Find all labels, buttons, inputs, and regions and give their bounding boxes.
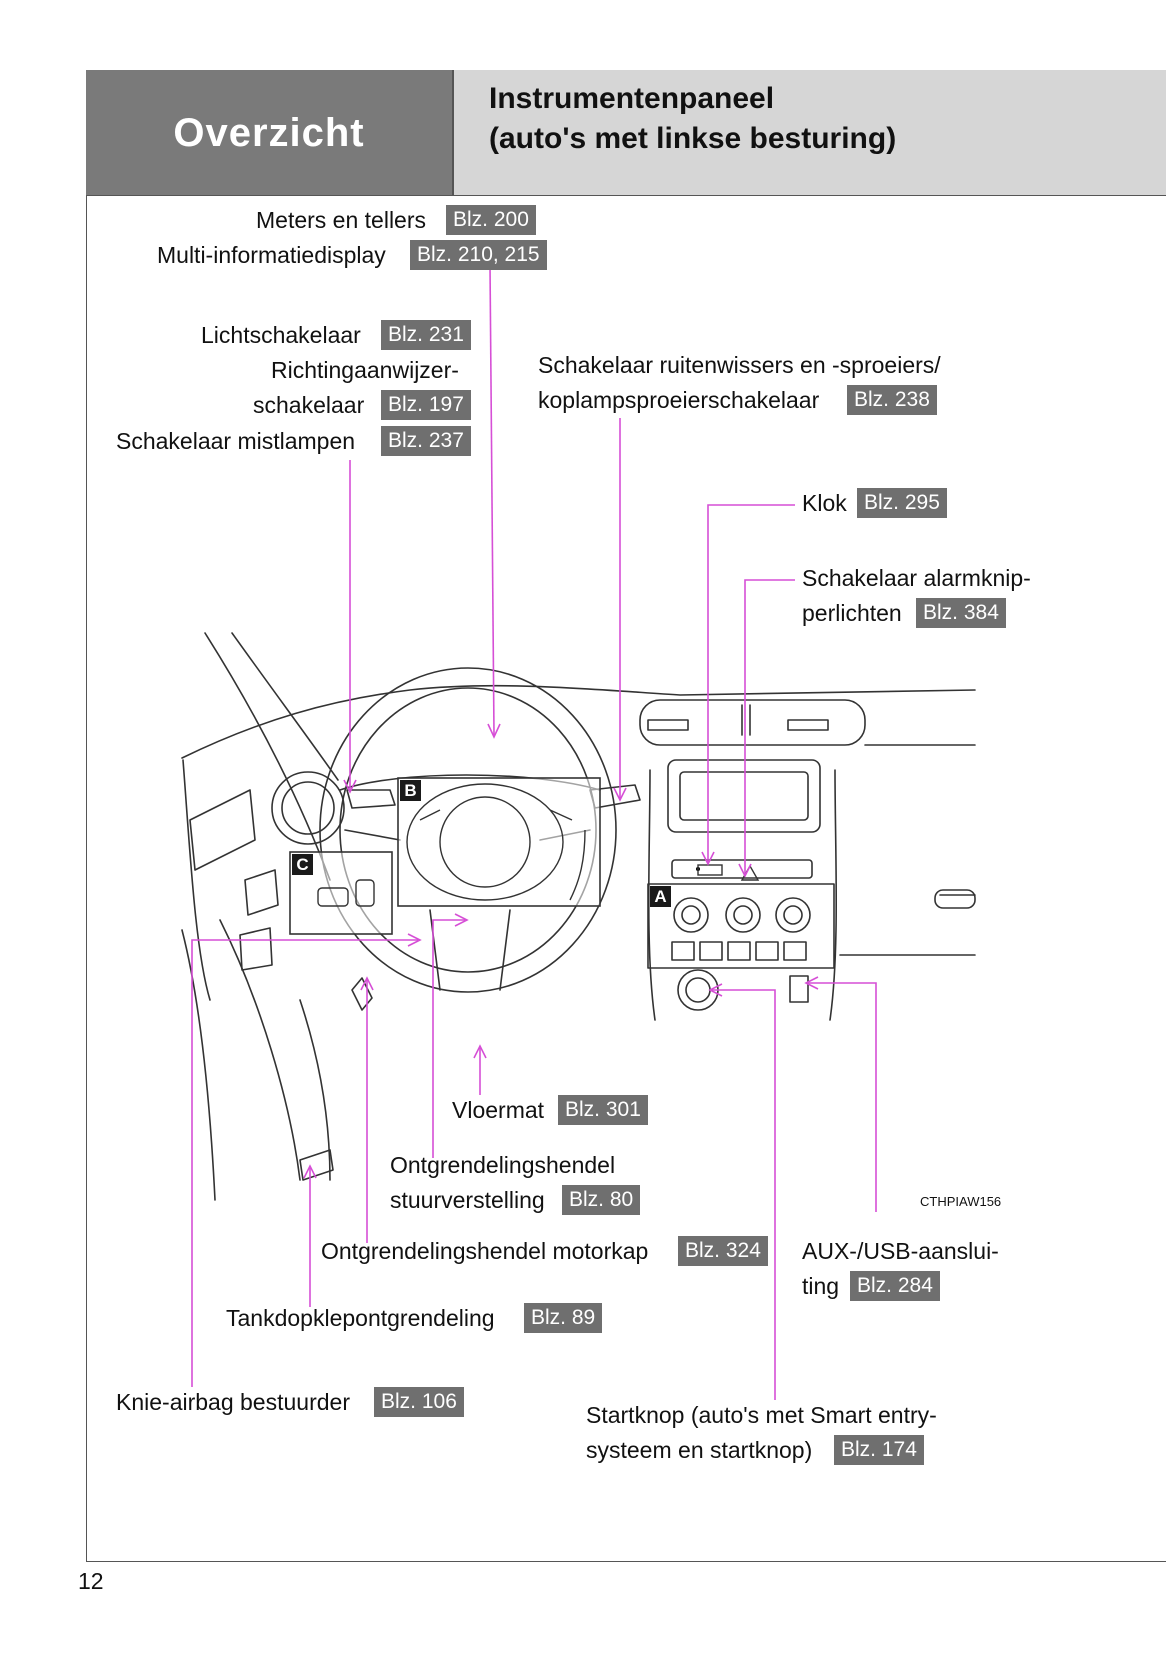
aux-usb-ref[interactable]: Blz. 284 (850, 1271, 940, 1301)
fog-lamp-label: Schakelaar mistlampen (116, 428, 356, 454)
hazard-ref[interactable]: Blz. 384 (916, 598, 1006, 628)
hood-release-label: Ontgrendelingshendel motorkap (321, 1238, 649, 1264)
light-switch-ref[interactable]: Blz. 231 (381, 320, 471, 350)
a-pillar-line (204, 632, 331, 881)
meters-label: Meters en tellers (256, 207, 427, 233)
hazard-label-line2: perlichten (802, 600, 902, 626)
leader-start (712, 989, 776, 1400)
knee-airbag-ref[interactable]: Blz. 106 (374, 1387, 464, 1417)
page-title-line2: (auto's met linkse besturing) (489, 122, 897, 155)
light-switch-label: Lichtschakelaar (201, 322, 361, 348)
floormat-ref[interactable]: Blz. 301 (558, 1095, 648, 1125)
turn-signal-label-line1: Richtingaanwijzer- (271, 357, 459, 383)
header-divider (86, 195, 452, 196)
meters-ref[interactable]: Blz. 200 (446, 205, 536, 235)
title-box: Instrumentenpaneel (auto's met linkse be… (452, 70, 1166, 196)
leader-hazard (744, 579, 795, 874)
inset-tag-b: B (400, 780, 421, 801)
section-tab: Overzicht (86, 70, 452, 196)
page-header: Overzicht Instrumentenpaneel (auto's met… (86, 70, 1166, 196)
leader-clock (707, 504, 795, 862)
section-title: Overzicht (173, 110, 365, 155)
page-frame-bottom (86, 1561, 1166, 1562)
leader-steering-release (432, 919, 465, 1158)
start-button-label-line2: systeem en startknop) (586, 1437, 813, 1463)
hazard-label-line1: Schakelaar alarmknip- (802, 565, 1031, 591)
fuel-door-ref[interactable]: Blz. 89 (524, 1303, 603, 1333)
aux-usb-label-line1: AUX-/USB-aanslui- (802, 1238, 999, 1264)
clock-label: Klok (802, 490, 847, 516)
steering-release-label-line2: stuurverstelling (390, 1187, 545, 1213)
inset-tag-c: C (292, 854, 313, 875)
steering-release-label-line1: Ontgrendelingshendel (390, 1152, 616, 1178)
inset-tag-a: A (650, 886, 671, 907)
floormat-label: Vloermat (452, 1097, 545, 1123)
start-button-label-line1: Startknop (auto's met Smart entry- (586, 1402, 937, 1428)
turn-signal-label-line2: schakelaar (253, 392, 365, 418)
page-number: 12 (78, 1568, 104, 1594)
wiper-ref[interactable]: Blz. 238 (847, 385, 937, 415)
multi-display-label: Multi-informatiedisplay (157, 242, 386, 268)
leader-meters (489, 264, 495, 736)
hood-release-ref[interactable]: Blz. 324 (678, 1236, 768, 1266)
inset-b-steering-wheel (397, 777, 601, 907)
aux-usb-label-line2: ting (802, 1273, 840, 1299)
start-button-ref[interactable]: Blz. 174 (834, 1435, 924, 1465)
multi-display-ref[interactable]: Blz. 210, 215 (410, 240, 547, 270)
clock-ref[interactable]: Blz. 295 (857, 488, 947, 518)
wiper-label-line1: Schakelaar ruitenwissers en -sproeiers/ (538, 352, 941, 378)
fog-lamp-ref[interactable]: Blz. 237 (381, 426, 471, 456)
figure-code: CTHPIAW156 (920, 1194, 1002, 1209)
leader-knee-airbag (191, 939, 418, 1387)
leader-aux (808, 982, 877, 1212)
turn-signal-ref[interactable]: Blz. 197 (381, 390, 471, 420)
steering-release-ref[interactable]: Blz. 80 (562, 1185, 641, 1215)
fuel-door-label: Tankdopklepontgrendeling (226, 1305, 495, 1331)
wiper-label-line2: koplampsproeierschakelaar (538, 387, 820, 413)
page-title-line1: Instrumentenpaneel (489, 82, 775, 115)
knee-airbag-label: Knie-airbag bestuurder (116, 1389, 350, 1415)
page-frame-left (86, 70, 87, 1562)
leader-lines (191, 264, 877, 1400)
